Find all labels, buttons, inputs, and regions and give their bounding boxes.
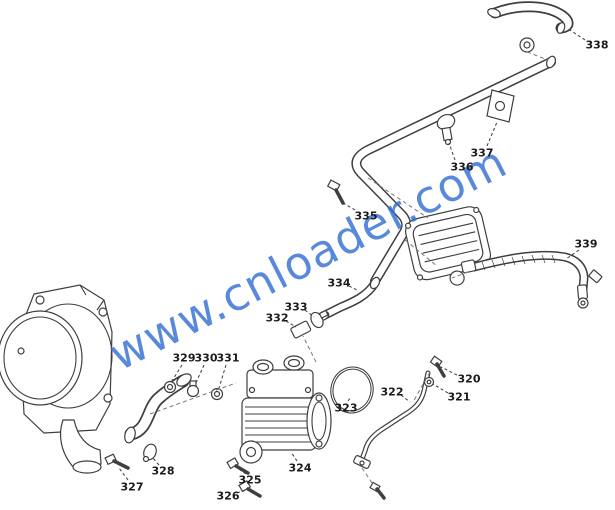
- leader-line-338: [566, 27, 586, 41]
- leader-line-335: [342, 202, 356, 211]
- leader-line-336: [448, 142, 456, 161]
- leader-line-320: [440, 366, 458, 376]
- cover-disc: [0, 310, 83, 406]
- washer-329: [163, 380, 177, 394]
- leader-line-324: [290, 451, 298, 462]
- breather-330: [186, 380, 200, 398]
- clamp-333: [310, 309, 329, 329]
- compressor-324: [239, 355, 332, 464]
- leader-line-334: [348, 285, 360, 292]
- intake-elbow: [59, 419, 102, 474]
- leader-lines: [118, 27, 586, 494]
- braided-hose-339: [460, 250, 603, 309]
- bolt-320: [429, 355, 446, 378]
- leader-line-331: [218, 364, 227, 389]
- pipe-clamp-336: [436, 113, 456, 146]
- elbow-hose-328: [124, 373, 192, 444]
- bolt-327: [104, 453, 130, 470]
- construction-lines: [149, 51, 549, 484]
- leader-line-321: [432, 383, 449, 394]
- leader-line-328: [151, 456, 160, 466]
- leader-line-327: [118, 467, 129, 481]
- top-hose-338: [487, 1, 574, 34]
- o-ring-323: [330, 366, 374, 414]
- leader-line-337: [486, 121, 498, 147]
- leader-line-323: [347, 396, 352, 402]
- drain-pipe-322: [353, 370, 431, 469]
- bracket-337: [486, 89, 515, 123]
- leader-line-333: [304, 309, 315, 318]
- bolt-325: [226, 457, 250, 475]
- leader-line-326: [236, 489, 246, 494]
- washer-321: [423, 376, 435, 388]
- washer-331: [210, 387, 224, 401]
- bolt-326: [238, 480, 262, 498]
- leader-line-322: [400, 394, 411, 403]
- leader-line-339: [565, 249, 580, 260]
- leader-line-332: [285, 320, 297, 328]
- leader-line-325: [239, 469, 247, 475]
- hose-clamp-nut: [519, 37, 535, 53]
- clamp-328: [142, 443, 157, 463]
- leader-line-330: [194, 364, 205, 386]
- connector-332: [290, 320, 312, 339]
- bracket-bolt: [369, 481, 386, 500]
- bolt-335: [326, 179, 345, 205]
